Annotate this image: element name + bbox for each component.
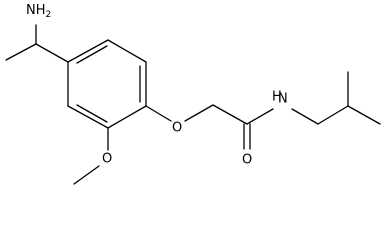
- molecule-structure: NH2 O O O H N: [5, 3, 381, 185]
- bond-ch2-ch: [317, 105, 349, 125]
- ring-bond-1: [67, 39, 109, 63]
- ring-bond-4: [107, 105, 147, 129]
- bond-ch-methyl: [5, 43, 37, 61]
- bond-carbonyl-n: [246, 108, 274, 125]
- atom-labels: NH2 O O O H N: [26, 3, 288, 168]
- bond-ch-methyl-right: [347, 105, 381, 125]
- bond-ch2-carbonyl: [212, 104, 248, 125]
- methoxy-oxygen-label: O: [102, 152, 112, 167]
- bond-ether-o-ch2: [184, 104, 214, 122]
- bond-ch-ring: [35, 43, 69, 63]
- bonds: [5, 24, 381, 185]
- ring-double-bond-bottom: [76, 104, 108, 123]
- ring-bond-5: [67, 105, 109, 129]
- bond-n-ch2: [291, 108, 319, 125]
- ring-double-bond-top: [76, 45, 108, 64]
- amine-label: NH2: [26, 3, 51, 20]
- carbonyl-oxygen-label: O: [242, 153, 252, 168]
- ring-bond-2: [107, 39, 147, 63]
- bond-methoxy-o-ch3: [73, 165, 100, 185]
- amide-h-label: H: [272, 90, 282, 105]
- ether-oxygen-label: O: [172, 121, 182, 136]
- bond-ring-ether-o: [145, 105, 172, 122]
- amide-nitrogen-label: N: [278, 92, 288, 107]
